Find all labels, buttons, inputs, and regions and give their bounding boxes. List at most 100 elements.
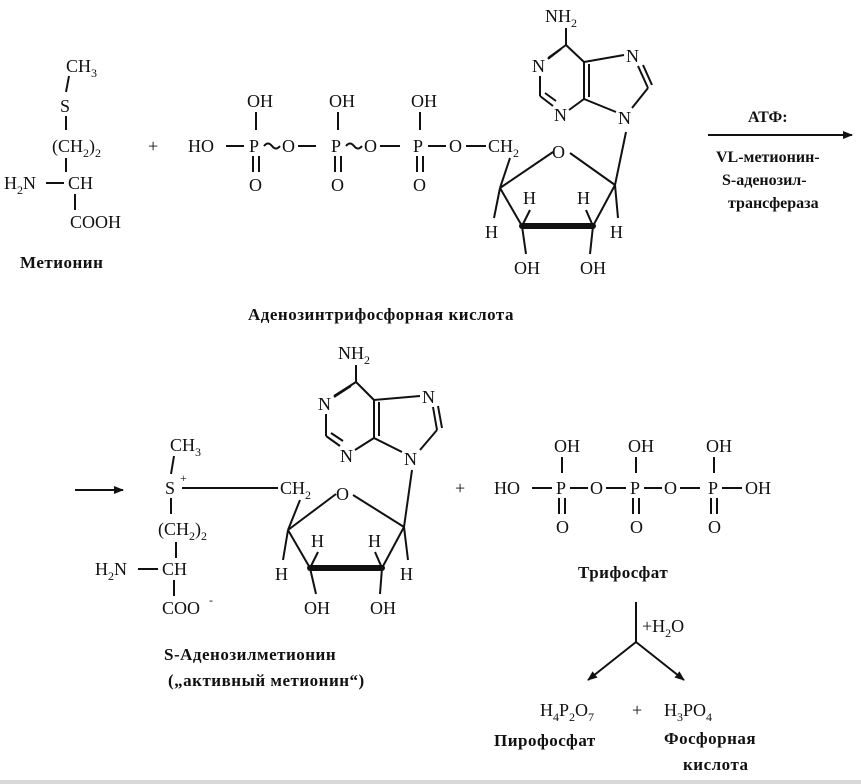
atp-oh-3: OH [411,91,437,111]
sam-bond-c1-h [403,526,409,561]
atp-ring-c4-o [499,151,554,189]
atp-name: Аденозинтрифосфорная кислота [248,305,514,324]
sam-bond-c4-h [282,529,289,561]
atp-bond-c2-h [585,209,594,227]
sam-bond-c2-h [374,551,383,569]
atp-ring-c1-c2 [592,184,616,227]
tri-p-3: P [708,478,718,498]
atp-oh-c3: OH [514,258,540,278]
sam-ring-c1-c2 [381,526,405,569]
atp-ester-o: O [449,136,462,156]
atp-ring-n9-c4 [583,98,617,113]
sam-bond-c3-oh [309,567,317,595]
tri-oh-3: OH [706,436,732,456]
plus-sign-3: + [632,700,642,720]
phosphoric-acid-name-1: Фосфорная [664,729,756,748]
sam-n9: N [404,449,417,469]
methionine-name: Метионин [20,253,103,272]
sam-coo-charge: - [209,593,213,607]
sam-h-c4: H [275,564,288,584]
atp-structure: HO OH P O O OH P O O OH P O O CH2 O [188,6,653,324]
hydrolysis-arrow-left [587,641,637,681]
atp-bridge-o-1: O [282,136,295,156]
methionine-ch: CH [68,173,93,193]
atp-ring-c5-n7 [583,54,625,63]
sam-ch2n: (CH2)2 [158,519,207,543]
sam-oh-c3: OH [304,598,330,618]
atp-o-3: O [413,175,426,195]
atp-bond-c1-h [614,184,619,219]
atp-o-1: O [249,175,262,195]
atp-ring-n7-c8-double [642,64,653,86]
atp-ring-c2-n3 [539,95,554,107]
atp-o-2: O [331,175,344,195]
atp-p-2: P [331,136,341,156]
atp-h-c2: H [577,188,590,208]
atp-bond-c2-oh [589,225,594,255]
enzyme-label-line3: S-аденозил- [722,172,807,189]
sam-ring-n3-c4 [354,437,375,451]
atp-n3: N [554,105,567,125]
sam-oh-c2: OH [370,598,396,618]
sam-nh2: NH2 [338,343,370,367]
sam-ring-n7-c8-double [437,405,443,429]
sam-ring-c4-o [287,493,337,531]
phosphoric-acid-name-2: кислота [683,755,749,774]
atp-ring-c2-n3-double [544,92,557,102]
atp-n1: N [532,56,545,76]
atp-ring-c4-c3 [499,187,523,227]
tri-oh-2: OH [628,436,654,456]
atp-anhydride-1 [263,142,281,150]
sam-n7: N [422,387,435,407]
atp-nh2: NH2 [545,6,577,30]
sam-ring-c5-c6 [355,381,375,401]
phosphoric-acid-formula: H3PO4 [664,700,712,724]
atp-ring-o-c1 [569,152,616,186]
methionine-ch3: CH3 [66,56,97,80]
sam-ring-o: O [336,484,349,504]
sam-ring-n9-c4 [373,437,403,453]
atp-bridge-o-2: O [364,136,377,156]
sam-ring-c8-n9 [419,429,438,451]
sam-ring-c2-n3 [325,435,341,447]
atp-h-c4: H [485,222,498,242]
sam-ring-c5-n7 [373,395,421,401]
sam-h-c1: H [400,564,413,584]
triphosphate-name: Трифосфат [578,563,668,582]
atp-ch2: CH2 [488,136,519,160]
atp-anhydride-2 [345,142,363,150]
pyrophosphate-formula: H4P2O7 [540,700,594,724]
atp-oh-1: OH [247,91,273,111]
sam-bond-c2-oh [379,567,383,595]
methionine-structure: CH3 S (CH2)2 H2N CH COOH Метионин [4,56,121,272]
tri-o-2: O [630,517,643,537]
tri-p-1: P [556,478,566,498]
sam-name: S-Аденозилметионин [164,645,336,664]
sam-ring-n7-c8 [432,406,438,431]
methionine-s: S [60,96,70,116]
atp-ring-c5-c6 [565,44,585,63]
sam-bond-ch2-c4 [287,499,301,531]
atp-oh-c2: OH [580,258,606,278]
tri-p-2: P [630,478,640,498]
tri-o-1: O [556,517,569,537]
sam-ring-c2-n3-double [330,432,344,442]
atp-oh-2: OH [329,91,355,111]
atp-bond-c3-oh [521,225,527,255]
sam-ch3: CH3 [170,435,201,459]
sam-n3: N [340,446,353,466]
tri-bridge-o-2: O [664,478,677,498]
sam-n1: N [318,394,331,414]
sam-ch2: CH2 [280,478,311,502]
atp-n9: N [618,108,631,128]
sam-h-c2: H [368,531,381,551]
sam-h-c3: H [311,531,324,551]
atp-p-3: P [413,136,423,156]
methionine-h2n: H2N [4,173,36,197]
tri-oh-1: OH [554,436,580,456]
sam-ring-c6-n1-double [333,385,352,398]
atp-bond-c1-n9 [614,131,627,186]
sam-s: S [165,478,175,498]
triphosphate-structure: HO OH P O O OH P O O OH P O OH Трифосфат [494,436,771,582]
